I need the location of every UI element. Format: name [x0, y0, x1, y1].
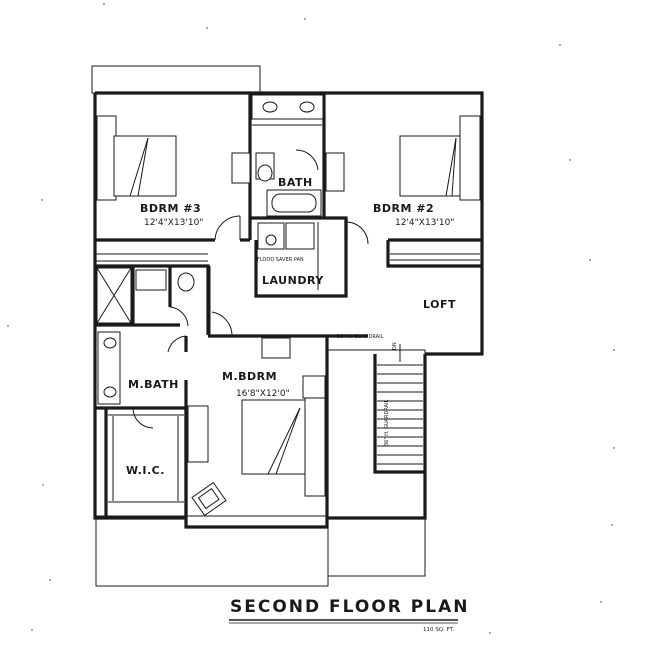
stair-direction: DN	[392, 342, 398, 350]
master-bath-fixtures	[96, 267, 195, 405]
bdrm3-furniture	[96, 115, 251, 201]
bdrm2-furniture	[325, 115, 481, 201]
guardrail-note-side: 36" H. GUARDRAIL	[384, 399, 390, 446]
room-labels: BDRM #3 12'4"X13'10" BDRM #2 12'4"X13'10…	[126, 176, 456, 477]
bdrm3-dims: 12'4"X13'10"	[144, 218, 203, 228]
laundry-name: LAUNDRY	[262, 274, 324, 287]
loft-name: LOFT	[423, 298, 456, 311]
interior-lines	[96, 253, 480, 503]
plan-title: SECOND FLOOR PLAN	[230, 597, 469, 617]
laundry-fixtures	[257, 222, 319, 290]
bath-fixtures	[251, 94, 324, 217]
area-note: 110 SQ. FT.	[423, 627, 454, 633]
bdrm2-name: BDRM #2	[373, 202, 434, 215]
wic-name: W.I.C.	[126, 464, 165, 477]
door-swings	[132, 149, 369, 429]
bath-name: BATH	[278, 176, 313, 189]
guardrail-note-top: 36" H. GUARDRAIL	[337, 334, 384, 340]
mbdrm-name: M.BDRM	[222, 370, 277, 383]
stairs	[377, 344, 423, 465]
scan-speckles	[7, 3, 615, 634]
bdrm2-dims: 12'4"X13'10"	[395, 218, 454, 228]
mbath-name: M.BATH	[128, 378, 179, 391]
laundry-note: FLOOD SAVER PAN	[257, 257, 304, 263]
plan-title-block: SECOND FLOOR PLAN 110 SQ. FT.	[229, 597, 469, 633]
mbdrm-dims: 16'8"X12'0"	[236, 389, 290, 399]
bdrm3-name: BDRM #3	[140, 202, 201, 215]
walls	[93, 91, 484, 529]
mbdrm-furniture	[187, 337, 326, 517]
